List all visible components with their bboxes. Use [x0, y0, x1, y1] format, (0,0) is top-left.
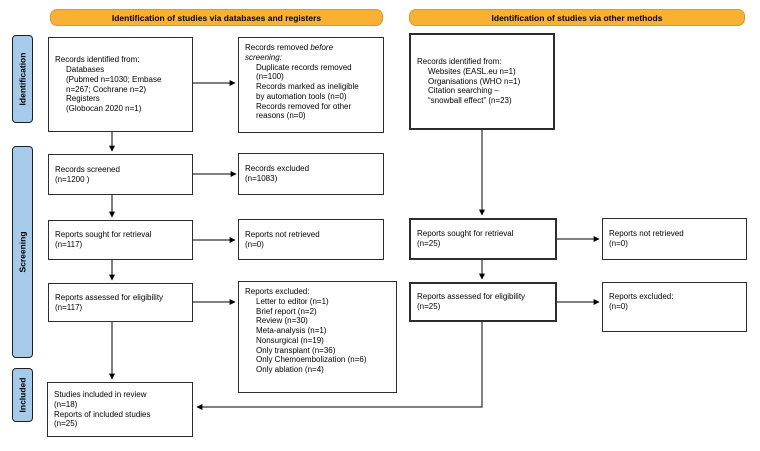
text-line: (Pubmed n=1030; Embase: [66, 74, 162, 84]
text-line: Databases: [66, 65, 105, 74]
text-line: (n=25): [417, 239, 441, 248]
stage-included-label: Included: [17, 377, 28, 413]
text-line: Citation searching –: [428, 86, 499, 96]
box-reports-excluded-other: Reports excluded: (n=0): [602, 282, 747, 332]
box-reports-not-retrieved-other: Reports not retrieved (n=0): [602, 218, 747, 260]
text-line: (n=25): [417, 302, 441, 311]
text-line: Only Chemoembolization (n=6): [256, 355, 367, 365]
text-line: Reports not retrieved: [609, 229, 684, 239]
text-line: Records identified from:: [417, 57, 502, 67]
text-line: Reports excluded:: [609, 292, 674, 301]
text-line: Records screened: [55, 164, 120, 174]
text-line: “snowball effect” (n=23): [428, 96, 512, 106]
box-records-identified-databases: Records identified from: Databases (Pubm…: [48, 37, 193, 132]
box-reports-sought-other: Reports sought for retrieval (n=25): [409, 218, 557, 260]
box-reports-assessed-other: Reports assessed for eligibility (n=25): [409, 282, 557, 322]
text-line: Reports assessed for eligibility: [417, 292, 526, 302]
text-line: Duplicate records removed: [256, 62, 352, 72]
text-line: Meta-analysis (n=1): [256, 326, 327, 335]
text-line: reasons (n=0): [256, 111, 306, 121]
text-line: screening:: [245, 52, 282, 62]
stage-identification: Identification: [12, 35, 33, 123]
text-line: Registers: [66, 94, 100, 104]
text-line: Records excluded: [245, 164, 310, 174]
text-line: (n=100): [256, 72, 284, 82]
text-line: Only transplant (n=36): [256, 345, 336, 355]
header-databases-registers: Identification of studies via databases …: [50, 9, 383, 26]
text-line: Records removed before: [245, 43, 334, 52]
text-line: Nonsurgical (n=19): [256, 335, 324, 345]
text-line: Studies included in review: [54, 390, 147, 399]
box-studies-included: Studies included in review (n=18) Report…: [47, 382, 193, 437]
header-other-label: Identification of studies via other meth…: [491, 12, 663, 23]
text-line: (n=18): [54, 399, 78, 409]
text-line: Organisations (WHO n=1): [428, 76, 521, 86]
text-line: n=267; Cochrane n=2): [66, 84, 147, 94]
stage-identification-label: Identification: [17, 52, 28, 106]
text-line: (Globocan 2020 n=1): [66, 104, 142, 113]
text-line: (n=25): [54, 419, 78, 429]
stage-included: Included: [12, 368, 33, 422]
text-line: Records removed for other: [256, 101, 352, 111]
text-line: Reports of included studies: [54, 409, 151, 419]
text-line: (n=117): [55, 240, 83, 249]
text-line: (n=1200 ): [55, 174, 90, 184]
text-line: Records marked as ineligible: [256, 82, 359, 91]
box-reports-sought-databases: Reports sought for retrieval (n=117): [48, 220, 193, 260]
text-line: Brief report (n=2): [256, 306, 317, 316]
text-line: Reports sought for retrieval: [417, 229, 514, 239]
box-records-identified-other: Records identified from: Websites (EASL.…: [409, 33, 555, 130]
text-line: (n=0): [245, 239, 264, 249]
text-line: Reports not retrieved: [245, 229, 320, 239]
text-line: (n=117): [55, 302, 83, 312]
header-databases-label: Identification of studies via databases …: [111, 12, 322, 23]
text-line: Websites (EASL.eu n=1): [428, 66, 516, 76]
text-line: Only ablation (n=4): [256, 365, 324, 374]
box-records-screened: Records screened (n=1200 ): [48, 154, 193, 195]
box-records-excluded: Records excluded (n=1083): [238, 153, 384, 195]
text-line: (n=1083): [245, 174, 278, 183]
stage-screening: Screening: [12, 146, 33, 358]
stage-screening-label: Screening: [17, 231, 28, 273]
text-line: Letter to editor (n=1): [256, 296, 329, 306]
text-line: (n=0): [609, 239, 628, 248]
box-records-removed-before-screening: Records removed before screening: Duplic…: [238, 37, 384, 133]
text-line: Review (n=30): [256, 316, 308, 326]
box-reports-not-retrieved-databases: Reports not retrieved (n=0): [238, 219, 384, 260]
box-reports-excluded-databases: Reports excluded: Letter to editor (n=1)…: [238, 281, 397, 393]
text-line: Records identified from:: [55, 55, 140, 65]
header-other-methods: Identification of studies via other meth…: [409, 9, 745, 26]
text-line: Reports assessed for eligibility: [55, 292, 164, 302]
text-line: by automation tools (n=0): [256, 91, 347, 101]
text-line: Reports sought for retrieval: [55, 230, 152, 240]
box-reports-assessed-databases: Reports assessed for eligibility (n=117): [48, 283, 193, 322]
text-line: Reports excluded:: [245, 287, 310, 296]
text-line: (n=0): [609, 301, 628, 311]
